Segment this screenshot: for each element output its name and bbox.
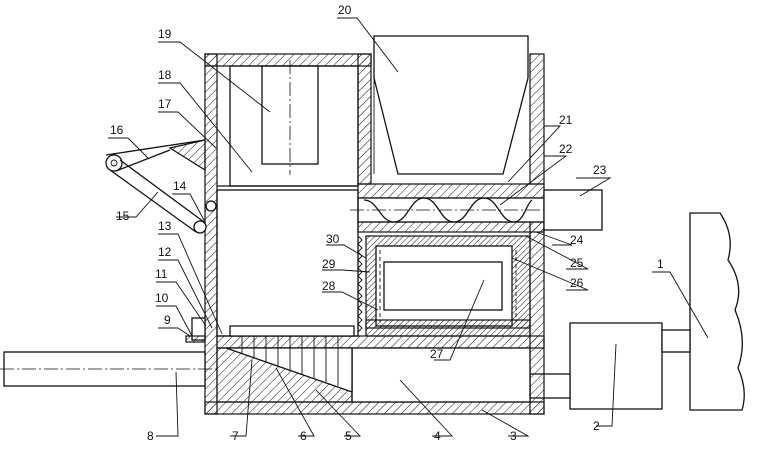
label-25: 25 — [570, 256, 584, 270]
label-13: 13 — [158, 219, 172, 233]
motor-shaft — [661, 329, 691, 353]
part-16-support — [168, 139, 206, 172]
part-1-wall — [689, 212, 745, 411]
part-3-housing — [204, 53, 545, 415]
label-17: 17 — [158, 97, 172, 111]
label-26: 26 — [570, 276, 584, 290]
part-22-screw-flight — [363, 197, 533, 223]
part-labels: 1 2 3 4 5 6 7 8 9 10 11 12 13 14 15 16 1… — [110, 3, 664, 443]
label-27: 27 — [430, 347, 444, 361]
label-21: 21 — [559, 113, 573, 127]
label-9: 9 — [164, 313, 171, 327]
part-13-knob — [205, 200, 217, 212]
part-20-hopper — [373, 35, 529, 175]
label-2: 2 — [593, 419, 600, 433]
screw-tube-bottom — [357, 221, 545, 233]
part-6-ramp — [225, 347, 353, 393]
label-16: 16 — [110, 123, 124, 137]
label-10: 10 — [155, 291, 169, 305]
label-29: 29 — [322, 257, 336, 271]
label-14: 14 — [173, 179, 187, 193]
part-15-link — [109, 159, 205, 233]
part-7-screen — [229, 325, 355, 337]
label-6: 6 — [300, 429, 307, 443]
label-15: 15 — [116, 209, 130, 223]
part-23-outlet — [543, 189, 603, 231]
teeth — [241, 336, 339, 386]
part-14-pin — [193, 220, 207, 234]
label-7: 7 — [232, 429, 239, 443]
label-8: 8 — [147, 429, 154, 443]
label-24: 24 — [570, 233, 584, 247]
label-18: 18 — [158, 68, 172, 82]
label-23: 23 — [593, 163, 607, 177]
label-1: 1 — [657, 257, 664, 271]
serrated-edge — [357, 235, 363, 333]
label-30: 30 — [326, 232, 340, 246]
label-19: 19 — [158, 27, 172, 41]
label-5: 5 — [345, 429, 352, 443]
label-11: 11 — [155, 267, 168, 281]
label-22: 22 — [559, 142, 573, 156]
part-28-bar — [365, 319, 531, 329]
part-10-plate — [185, 335, 206, 343]
label-20: 20 — [338, 3, 352, 17]
label-3: 3 — [510, 429, 517, 443]
leader-lines — [108, 17, 709, 437]
label-4: 4 — [434, 429, 441, 443]
part-21-screw-housing — [357, 183, 545, 199]
part-29-rotor — [383, 261, 503, 311]
label-28: 28 — [322, 279, 336, 293]
part-4-outlet-box — [351, 347, 531, 403]
part-16-pivot — [105, 154, 123, 172]
label-12: 12 — [158, 245, 172, 259]
inner-box — [216, 189, 359, 337]
part-2-motor — [569, 322, 663, 410]
